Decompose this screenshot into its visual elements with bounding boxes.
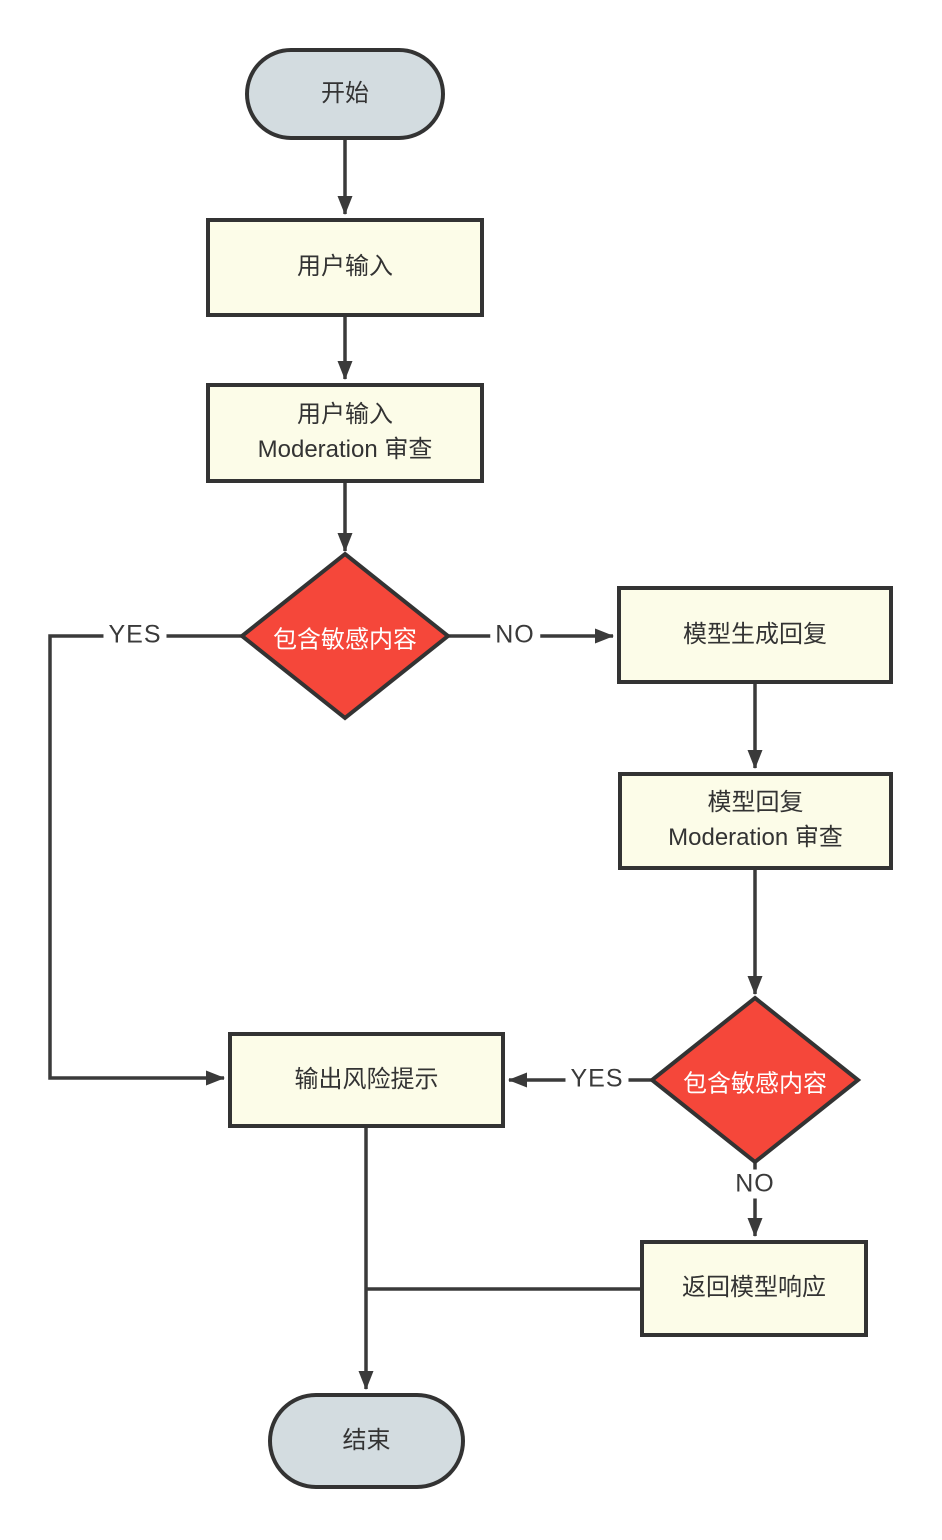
user-input-node: 用户输入 xyxy=(206,218,484,317)
decision1-no-label: NO xyxy=(490,620,540,650)
reply-moderation-node: 模型回复 Moderation 审查 xyxy=(618,772,893,870)
return-response-node: 返回模型响应 xyxy=(640,1240,868,1337)
end-node: 结束 xyxy=(268,1393,465,1489)
decision-reply-diamond xyxy=(648,995,862,1165)
decision-input-diamond xyxy=(238,551,452,721)
decision2-yes-label: YES xyxy=(565,1064,629,1094)
model-generate-node: 模型生成回复 xyxy=(617,586,893,684)
edge-decision1-yes-to-risk-warning xyxy=(48,634,242,1086)
decision2-no-label: NO xyxy=(730,1169,780,1199)
decision1-yes-label: YES xyxy=(103,620,167,650)
decision-reply-label: 包含敏感内容 xyxy=(683,1070,827,1098)
input-moderation-node: 用户输入 Moderation 审查 xyxy=(206,383,484,483)
start-node: 开始 xyxy=(245,48,445,140)
risk-warning-node: 输出风险提示 xyxy=(228,1032,505,1128)
decision-input-label: 包含敏感内容 xyxy=(273,626,417,654)
